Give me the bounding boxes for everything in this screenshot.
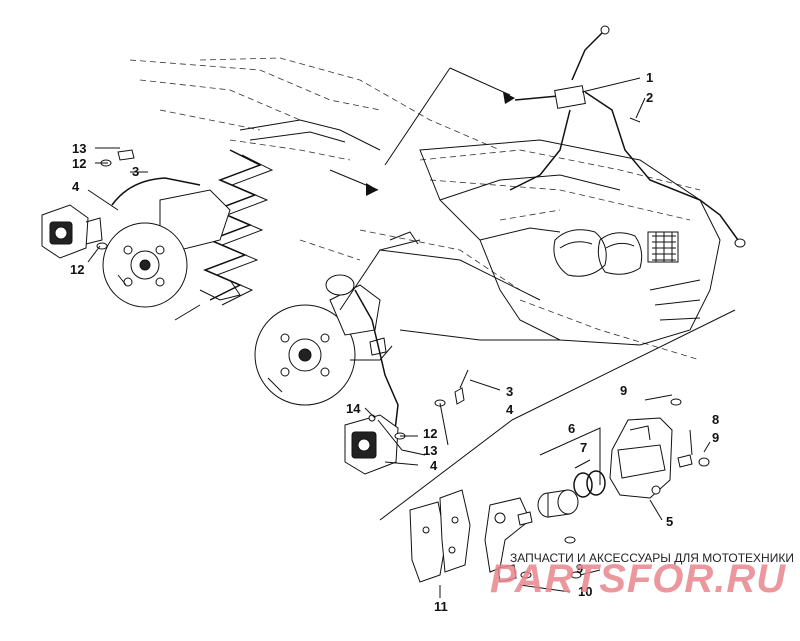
seal-rings-icon: [573, 470, 606, 498]
callout-3-right: 3: [506, 384, 513, 399]
callout-13-right: 13: [423, 443, 437, 458]
callout-3-left: 3: [132, 164, 139, 179]
callout-13-left: 13: [72, 141, 86, 156]
direction-arrows: [366, 92, 515, 196]
watermark: ЗАПЧАСТИ И АКСЕССУАРЫ ДЛЯ МОТОТЕХНИКИ PA…: [490, 551, 794, 601]
callout-4-right-bottom: 4: [430, 458, 438, 473]
leader-lines: [87, 67, 736, 598]
left-brake-line-icon: [111, 177, 201, 206]
callout-6: 6: [568, 421, 575, 436]
callout-1: 1: [646, 70, 653, 85]
callout-12-left-bottom: 12: [70, 262, 84, 277]
lug-bolts-icon: [117, 245, 165, 287]
callout-4-left: 4: [72, 179, 80, 194]
callout-12-right: 12: [423, 426, 437, 441]
callout-9-bottom: 9: [576, 561, 583, 576]
callout-14: 14: [346, 401, 361, 416]
callout-labels: 1 2 13 12 3 4 12 3 4 14 12 13 4 6 7 9 8 …: [70, 70, 719, 614]
frame-phantom-lines: [129, 57, 701, 361]
callout-8: 8: [712, 412, 719, 427]
right-caliper-icon: [344, 414, 399, 475]
callout-11: 11: [434, 599, 448, 614]
right-brake-line-icon: [354, 289, 399, 431]
watermark-tagline: ЗАПЧАСТИ И АКСЕССУАРЫ ДЛЯ МОТОТЕХНИКИ: [510, 551, 794, 565]
callout-10: 10: [578, 584, 592, 599]
watermark-brand: PARTSFOR.RU: [490, 557, 786, 601]
caliper-body-icon: [609, 417, 673, 499]
left-suspension: [102, 119, 381, 321]
callout-12-left-top: 12: [72, 156, 86, 171]
right-hardware-icon: [394, 369, 469, 440]
front-brake-line-icon: [509, 25, 746, 248]
left-caliper-icon: [41, 204, 103, 259]
callout-4-right-top: 4: [506, 402, 514, 417]
bleeder-icon: [670, 398, 710, 468]
callout-7: 7: [580, 440, 587, 455]
callout-9-top: 9: [620, 383, 627, 398]
bracket-icon: [484, 497, 582, 583]
brake-pads-icon: [409, 489, 471, 583]
coil-spring-icon: [202, 149, 274, 306]
left-hardware-icon: [96, 149, 135, 250]
right-suspension: [254, 231, 560, 406]
piston-icon: [537, 489, 579, 518]
front-body: [419, 139, 721, 346]
grille-icon: [647, 231, 679, 263]
callout-2: 2: [646, 90, 653, 105]
callout-5: 5: [666, 514, 673, 529]
callout-9-right: 9: [712, 430, 719, 445]
